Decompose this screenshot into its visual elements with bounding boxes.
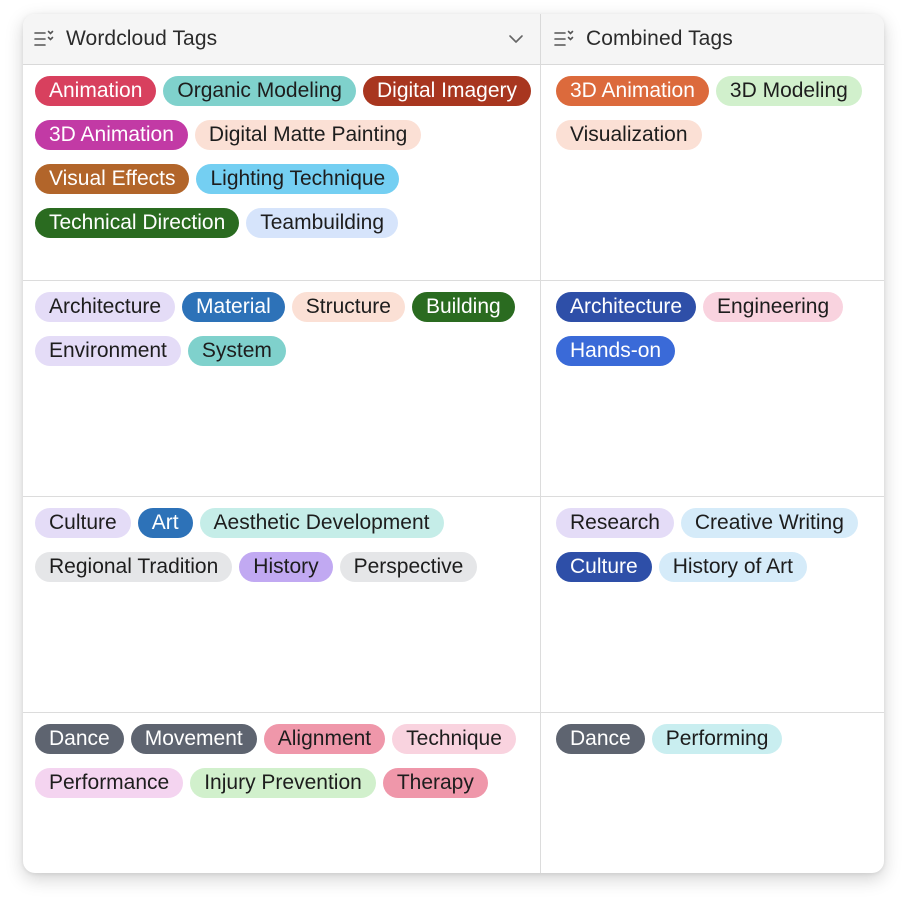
tag-pill: Engineering bbox=[703, 292, 844, 322]
tag-pill: Alignment bbox=[263, 724, 386, 754]
tag-pill: 3D Animation bbox=[35, 120, 188, 150]
tag-pill: System bbox=[187, 336, 286, 366]
tag-pill: Digital Imagery bbox=[362, 76, 532, 106]
tag-pill: Technique bbox=[392, 724, 516, 754]
tag-pill: Animation bbox=[35, 76, 157, 106]
tag-pill: 3D Modeling bbox=[715, 76, 862, 106]
tag-pill: Hands-on bbox=[556, 336, 676, 366]
tag-pill: Lighting Technique bbox=[196, 164, 400, 194]
multi-select-field-icon bbox=[34, 30, 54, 46]
column-header-combined-tags[interactable]: Combined Tags bbox=[541, 14, 884, 64]
tag-pill: Teambuilding bbox=[246, 208, 398, 238]
tag-pill: Technical Direction bbox=[35, 208, 240, 238]
chevron-down-icon[interactable] bbox=[506, 29, 526, 49]
tag-pill: History bbox=[239, 552, 333, 582]
tag-pill: Culture bbox=[35, 508, 131, 538]
tag-pill: Injury Prevention bbox=[190, 768, 376, 798]
tag-pill: Architecture bbox=[35, 292, 176, 322]
tag-pill: Regional Tradition bbox=[35, 552, 233, 582]
tag-pill: Visual Effects bbox=[35, 164, 190, 194]
tag-pill: Therapy bbox=[382, 768, 488, 798]
tag-pill: Visualization bbox=[556, 120, 702, 150]
table-header: Wordcloud Tags Combined Tags bbox=[23, 14, 884, 65]
tag-pill: Research bbox=[556, 508, 674, 538]
tag-pill: Dance bbox=[35, 724, 124, 754]
tag-pill: Art bbox=[137, 508, 193, 538]
column-header-wordcloud-tags[interactable]: Wordcloud Tags bbox=[23, 14, 541, 64]
tag-pill: Environment bbox=[35, 336, 181, 366]
multi-select-field-icon bbox=[554, 30, 574, 46]
tag-pill: Digital Matte Painting bbox=[194, 120, 422, 150]
tag-pill: Culture bbox=[556, 552, 652, 582]
column-title: Combined Tags bbox=[586, 27, 733, 50]
tag-pill: 3D Animation bbox=[556, 76, 709, 106]
tag-pill: Aesthetic Development bbox=[199, 508, 444, 538]
tag-pill: Architecture bbox=[556, 292, 697, 322]
tag-pill: Building bbox=[411, 292, 515, 322]
tag-pill: Performing bbox=[651, 724, 783, 754]
column-title: Wordcloud Tags bbox=[66, 27, 218, 50]
tag-pill: Movement bbox=[130, 724, 257, 754]
tag-pill: Dance bbox=[556, 724, 645, 754]
tag-pill: History of Art bbox=[658, 552, 807, 582]
tag-pill: Perspective bbox=[339, 552, 478, 582]
tag-pill: Creative Writing bbox=[680, 508, 858, 538]
tag-pill: Performance bbox=[35, 768, 184, 798]
tag-pill: Structure bbox=[291, 292, 405, 322]
tag-pill: Organic Modeling bbox=[163, 76, 356, 106]
tag-pill: Material bbox=[182, 292, 285, 322]
